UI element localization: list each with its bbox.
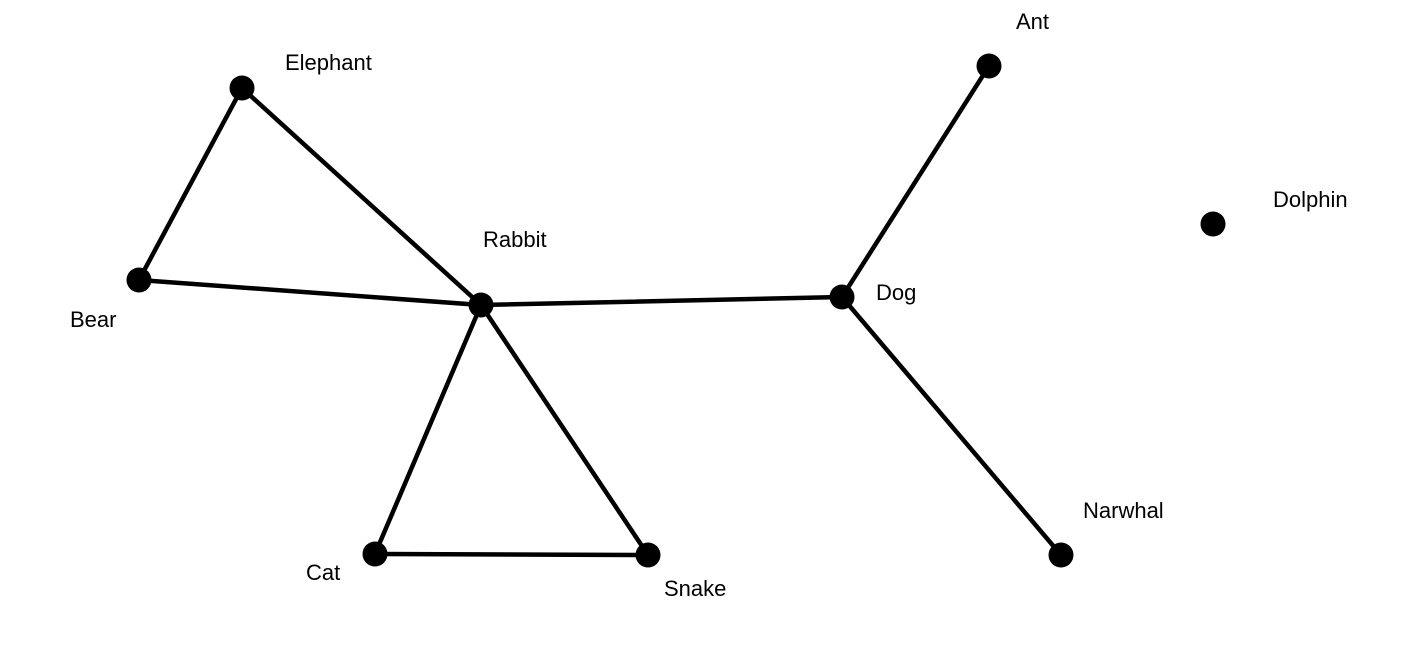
node-dolphin [1200, 211, 1226, 237]
edge-cat-snake [372, 551, 651, 558]
node-label-ant: Ant [1016, 9, 1049, 34]
node-label-cat: Cat [306, 560, 340, 585]
node-label-snake: Snake [664, 576, 726, 601]
node-rabbit [468, 292, 494, 318]
node-bear [126, 267, 152, 293]
node-snake [635, 542, 661, 568]
node-label-dog: Dog [876, 280, 916, 305]
node-label-narwhal: Narwhal [1083, 498, 1164, 523]
node-label-dolphin: Dolphin [1273, 187, 1348, 212]
node-elephant [229, 75, 255, 101]
node-label-bear: Bear [70, 307, 116, 332]
node-label-rabbit: Rabbit [483, 227, 547, 252]
edges-layer [136, 63, 1064, 558]
node-narwhal [1048, 542, 1074, 568]
edge-dog-ant [839, 63, 992, 300]
node-ant [976, 53, 1002, 79]
edge-rabbit-dog [478, 294, 845, 308]
nodes-layer [126, 53, 1226, 568]
edge-rabbit-cat [372, 302, 484, 557]
edge-bear-rabbit [136, 277, 484, 308]
node-label-elephant: Elephant [285, 50, 372, 75]
edge-elephant-rabbit [239, 85, 484, 308]
edge-dog-narwhal [839, 294, 1064, 558]
node-cat [362, 541, 388, 567]
edge-elephant-bear [136, 85, 245, 283]
edge-rabbit-snake [478, 302, 651, 558]
node-dog [829, 284, 855, 310]
